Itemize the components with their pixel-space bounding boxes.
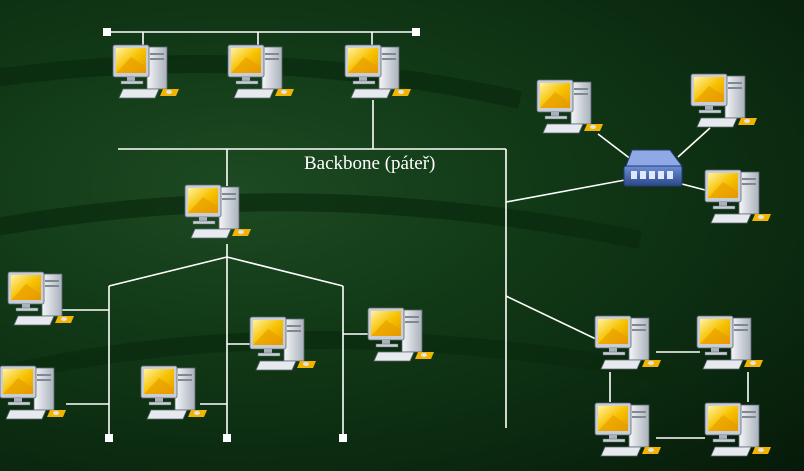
terminator-icon [103, 28, 111, 36]
computer-icon [0, 365, 67, 420]
computer-icon [696, 315, 764, 370]
terminator-icon [105, 434, 113, 442]
computer-icon [140, 365, 208, 420]
computer-icon [7, 271, 75, 326]
backbone-label: Backbone (páteř) [304, 153, 436, 174]
terminator-icon [339, 434, 347, 442]
terminator-icon [223, 434, 231, 442]
computer-icon [594, 315, 662, 370]
computer-icon [690, 73, 758, 128]
connection-lines [62, 31, 749, 439]
computer-icon [704, 169, 772, 224]
computer-icon [536, 79, 604, 134]
computers [0, 44, 772, 457]
terminators [103, 28, 420, 442]
computer-icon [704, 402, 772, 457]
network-switch-icon [623, 149, 683, 187]
computer-icon [594, 402, 662, 457]
terminator-icon [412, 28, 420, 36]
